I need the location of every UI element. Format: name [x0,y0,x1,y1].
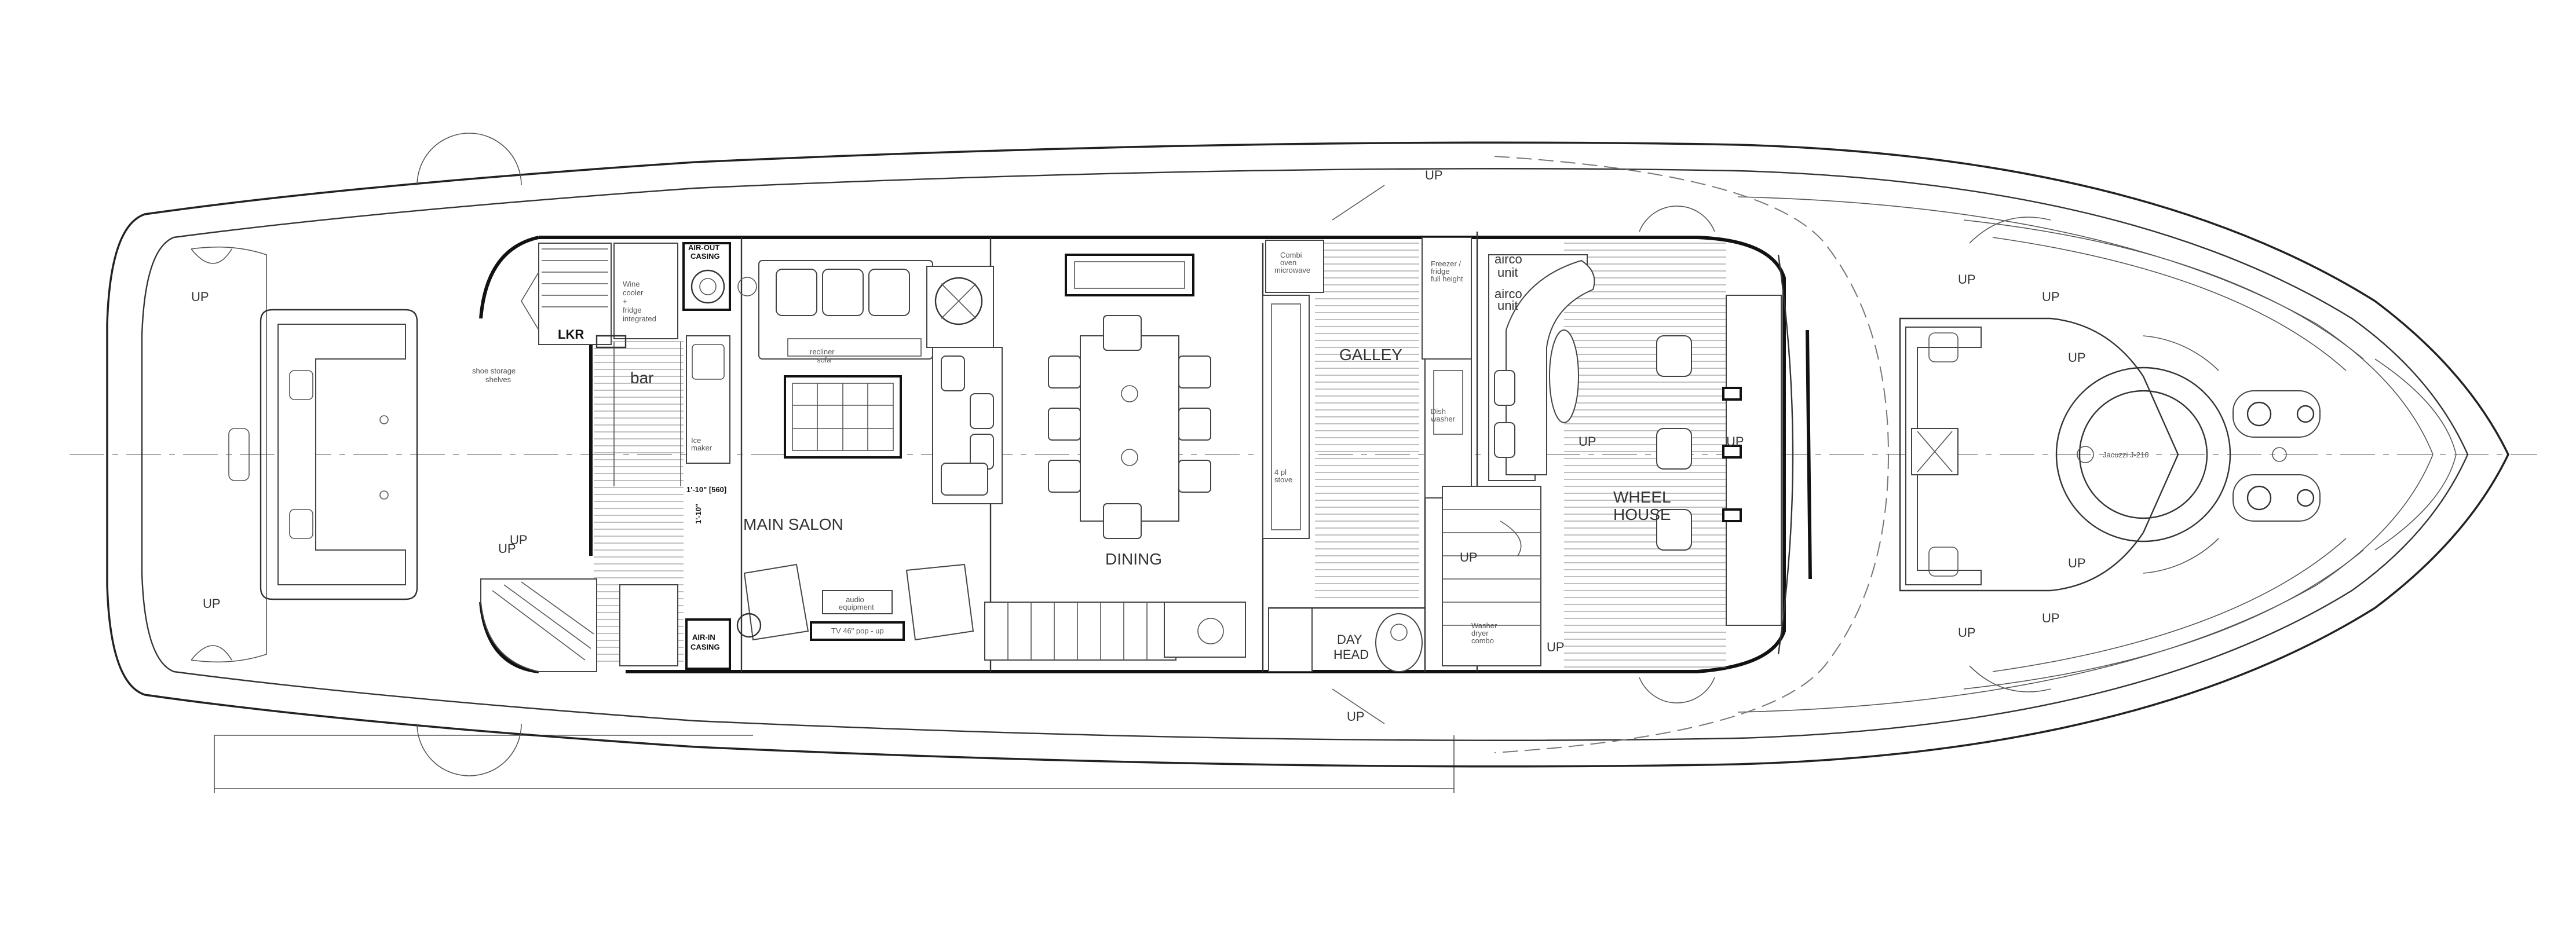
label-air-out-2: CASING [690,252,720,261]
foredeck [1899,317,2231,592]
label-freezer-2: fridge [1431,267,1450,276]
teak-decking [594,243,1726,668]
label-freezer-3: full height [1431,274,1463,283]
room-labels: MAIN SALON DINING GALLEY WHEEL HOUSE DAY… [472,243,2149,662]
label-wheel: WHEEL [1613,488,1671,506]
label-air-out-1: AIR-OUT [688,243,719,252]
label-up: UP [1726,434,1744,449]
hatch-swings [416,133,2051,776]
label-dining: DINING [1105,550,1162,568]
locker-area [521,242,731,345]
bar-counter [595,335,730,486]
label-shoe-storage-2: shelves [485,375,511,384]
label-freezer: Freezer / [1431,259,1461,268]
stern-cockpit [191,246,418,663]
label-airco-4: unit [1497,298,1518,313]
label-wine-cooler-4: fridge [623,306,642,314]
label-airco-1: airco [1495,252,1522,266]
label-combi-oven: Combi [1280,251,1302,259]
dining-table [1048,254,1211,539]
label-recliner: recliner [810,347,835,356]
label-up: UP [1958,625,1976,640]
label-ice-maker-2: maker [691,443,712,452]
label-head: HEAD [1333,647,1369,662]
label-up: UP [1958,272,1976,287]
label-bar: bar [630,369,653,387]
label-audio: audio [846,595,864,604]
label-air-in-1: AIR-IN [692,633,715,642]
helm-stairs [1442,486,1541,666]
label-up: UP [203,596,221,611]
label-ice-maker: Ice [691,436,701,445]
label-washer: Washer [1471,621,1497,630]
label-combi-oven-2: oven [1280,258,1296,267]
label-airco-2: unit [1497,265,1518,280]
label-up: UP [1547,640,1565,654]
label-up: UP [510,533,528,547]
label-combi-oven-3: microwave [1274,266,1310,274]
label-stove: 4 pl [1274,468,1287,477]
label-dim-2: 1'-10" [694,504,703,524]
label-up: UP [1460,550,1478,565]
stairs [984,602,1246,661]
label-audio-2: equipment [839,603,874,611]
label-recliner-2: sofa [817,355,831,364]
aft-stairs [480,578,731,672]
label-dishwasher: Dish [1431,407,1446,416]
label-lkr: LKR [558,327,584,342]
hull-outline [106,141,2509,768]
label-up: UP [191,289,209,304]
label-up: UP [2068,350,2086,365]
dimension-lines [214,735,1455,793]
label-wine-cooler-5: integrated [623,314,656,323]
label-wine-cooler: Wine [623,280,640,288]
label-shoe-storage-1: shoe storage [472,366,516,375]
label-galley: GALLEY [1339,346,1402,364]
label-main-salon: MAIN SALON [743,515,843,533]
label-up: UP [498,541,516,556]
label-washer-3: combo [1471,636,1494,645]
label-dishwasher-2: washer [1430,415,1456,423]
wheelhouse [1488,254,1812,655]
label-up: UP [1579,434,1596,449]
anchor-windlass [2232,390,2321,522]
label-jacuzzi: Jacuzzi J-210 [2103,450,2149,459]
label-airco-3: airco [1495,287,1522,301]
salon-armchairs [736,563,974,641]
overhead-line [1494,156,1890,753]
salon-sofa [926,266,1003,504]
label-up: UP [2042,611,2060,625]
label-day: DAY [1337,632,1362,647]
label-wine-cooler-3: + [623,297,627,306]
label-house: HOUSE [1613,505,1671,523]
label-wine-cooler-2: cooler [623,288,644,297]
label-up: UP [1425,168,1443,182]
salon-rug [784,375,902,459]
label-washer-2: dryer [1471,629,1489,637]
label-up: UP [2042,289,2060,304]
galley [1262,237,1472,539]
day-head [1268,607,1425,672]
recliner-sofa [737,260,933,360]
label-up: UP [2068,556,2086,570]
label-dim-1: 1'-10" [560] [686,485,726,494]
label-stove-2: stove [1274,475,1292,484]
label-air-in-2: CASING [690,643,720,651]
label-tv: TV 46" pop - up [831,626,884,635]
label-up: UP [1347,709,1365,724]
